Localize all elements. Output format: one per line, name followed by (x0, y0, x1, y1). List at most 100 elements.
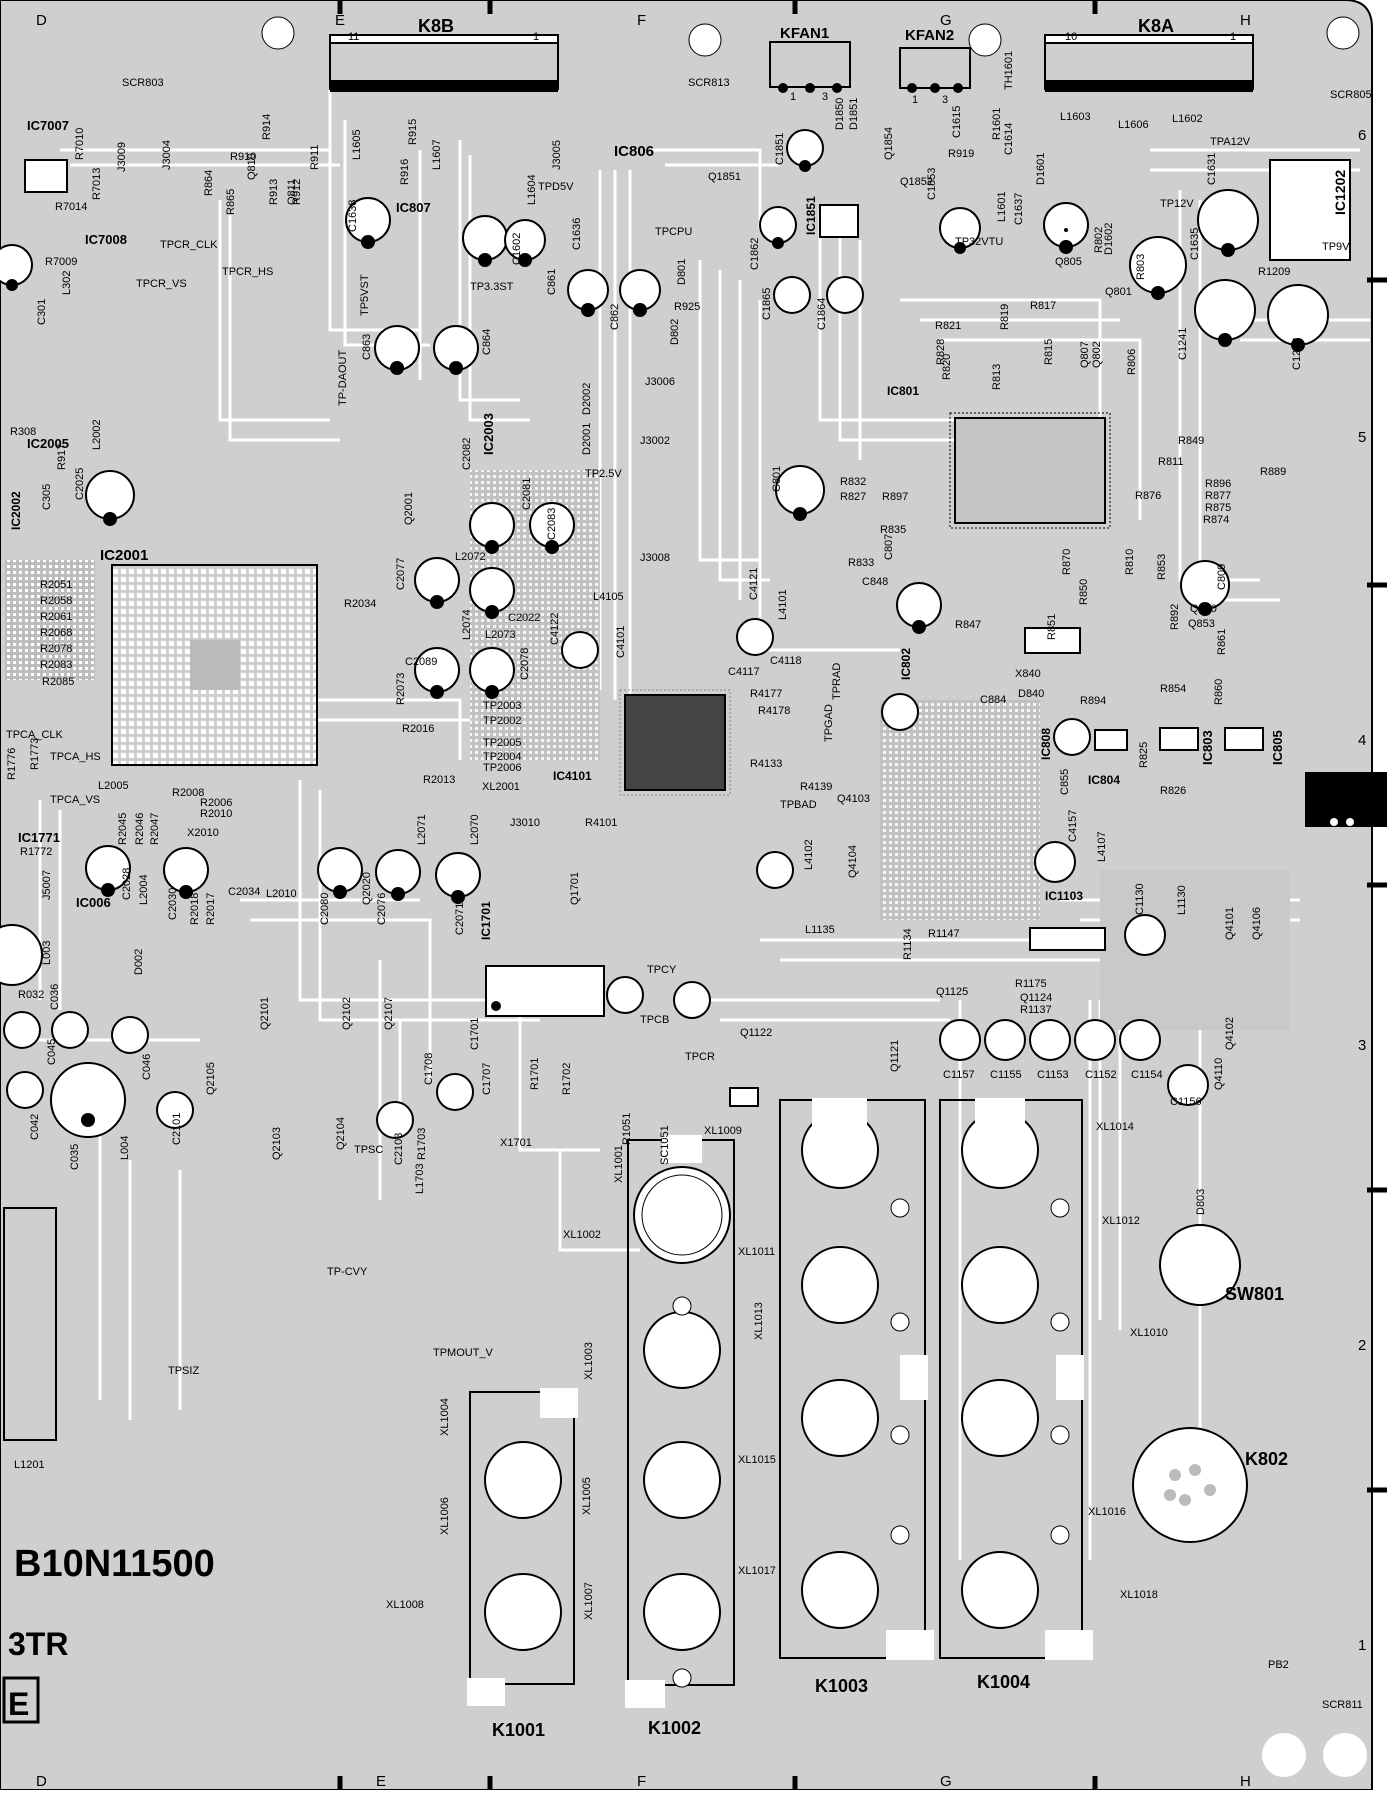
ref-xl1009: XL1009 (704, 1125, 742, 1137)
ref-c1631: C1631 (1206, 153, 1218, 185)
ref-xl1006: XL1006 (439, 1497, 451, 1535)
ref-l2073: L2073 (485, 629, 516, 641)
ref-r2034: R2034 (344, 598, 376, 610)
ref-c2103: C2103 (393, 1133, 405, 1165)
ref-q2001: Q2001 (403, 492, 415, 525)
k1002-label: K1002 (648, 1718, 701, 1738)
ref-xl1011: XL1011 (738, 1246, 775, 1258)
k802-label: K802 (1245, 1449, 1288, 1469)
ref-r2010: R2010 (200, 808, 232, 820)
ref-c807: C807 (883, 534, 895, 560)
ref-r828: R828 (935, 339, 947, 365)
row-6: 6 (1358, 127, 1366, 144)
ref-c1614: C1614 (1003, 123, 1015, 155)
ref-tp9v: TP9V (1322, 241, 1350, 253)
ref-c1157: C1157 (943, 1069, 975, 1081)
ref-tp2006: TP2006 (483, 762, 522, 774)
ref-r896: R896 (1205, 478, 1231, 490)
ref-xl1010: XL1010 (1130, 1327, 1168, 1339)
ref-c855: C855 (1059, 769, 1071, 795)
ref-c2076: C2076 (376, 893, 388, 925)
black-tab (1305, 772, 1387, 827)
ref-r854: R854 (1160, 683, 1186, 695)
ref-l2004: L2004 (138, 874, 150, 905)
ref-q2105: Q2105 (205, 1062, 217, 1095)
ref-c1152: C1152 (1085, 1069, 1117, 1081)
kfan2-pin-1: 1 (912, 94, 918, 106)
col-f-top: F (637, 12, 646, 29)
ref-tp2005: TP2005 (483, 737, 522, 749)
ic804-label: IC804 (1088, 773, 1120, 787)
ref-c4157: C4157 (1067, 810, 1079, 842)
ref-q1121: Q1121 (889, 1040, 901, 1072)
ic801-package: IC801 (887, 384, 1111, 529)
ref-c4101: C4101 (615, 626, 627, 658)
ref-xl1004: XL1004 (439, 1398, 451, 1436)
ref-c042: C042 (29, 1114, 41, 1140)
ref-xl1015: XL1015 (738, 1454, 776, 1466)
ref-r835: R835 (880, 524, 906, 536)
ref-l1603: L1603 (1060, 111, 1091, 123)
ref-xl1017: XL1017 (738, 1565, 776, 1577)
row-4: 4 (1358, 732, 1366, 749)
ref-xl1007: XL1007 (583, 1582, 595, 1620)
ic2005-label: IC2005 (27, 436, 69, 451)
ref-d1850: D1850 (834, 98, 846, 130)
ic2001-package: IC2001 (100, 547, 318, 766)
ref-c1701: C1701 (469, 1018, 481, 1050)
logic-area-right (880, 700, 1040, 920)
ref-r7014: R7014 (55, 201, 87, 213)
ref-r308: R308 (10, 426, 36, 438)
kfan2-connector: KFAN2 1 3 (899, 27, 971, 106)
ref-r1134: R1134 (902, 928, 914, 960)
ref-l302: L302 (61, 271, 73, 295)
ic1771-label: IC1771 (18, 830, 60, 845)
ref-r870: R870 (1061, 549, 1073, 575)
ref-r2068: R2068 (40, 627, 72, 639)
ic7007-label: IC7007 (27, 118, 69, 133)
ref-r925: R925 (674, 301, 700, 313)
ref-q2102: Q2102 (341, 997, 353, 1030)
ref-c4118: C4118 (770, 655, 802, 667)
ref-tp12v: TP12V (1160, 198, 1194, 210)
ref-c2022: C2022 (508, 612, 540, 624)
ref-r889: R889 (1260, 466, 1286, 478)
ref-c2101: C2101 (171, 1113, 183, 1145)
ref-r2051: R2051 (40, 579, 72, 591)
ref-r4101: R4101 (585, 817, 617, 829)
small-ics (729, 627, 1264, 1107)
k8a-label: K8A (1138, 16, 1174, 36)
k1004-label: K1004 (977, 1672, 1030, 1692)
ref-c1864: C1864 (816, 298, 828, 330)
ref-q810: Q810 (246, 153, 258, 180)
k1001-label: K1001 (492, 1720, 545, 1740)
ref-scr813: SCR813 (688, 77, 730, 89)
col-e-bottom: E (376, 1773, 386, 1790)
col-d-bottom: D (36, 1773, 47, 1790)
ic7008-label: IC7008 (85, 232, 127, 247)
ref-q805: Q805 (1055, 256, 1082, 268)
ref-r820: R820 (941, 354, 953, 380)
ref-c1707: C1707 (481, 1063, 493, 1095)
ref-tp2002: TP2002 (483, 715, 522, 727)
ref-x840: X840 (1015, 668, 1041, 680)
ref-l2070: L2070 (469, 814, 481, 845)
ic2002-label: IC2002 (9, 491, 23, 530)
ic2001-label: IC2001 (100, 547, 148, 564)
ref-tpmout-v: TPMOUT_V (433, 1347, 494, 1359)
ref-q1701: Q1701 (569, 872, 581, 905)
ref-tprad: TPRAD (831, 663, 843, 700)
ref-tp2004: TP2004 (483, 751, 522, 763)
ref-c1862: C1862 (749, 238, 761, 270)
ref-l2010: L2010 (266, 888, 297, 900)
ref-c809: C809 (1216, 564, 1228, 590)
ref-d801: D801 (676, 259, 688, 285)
ref-q1852: Q1852 (900, 176, 933, 188)
ref-th1601: TH1601 (1003, 51, 1015, 90)
capacitor-polarity (6, 160, 1305, 1127)
grid-labels: D E F G H D E F G H 6 5 4 3 2 1 (36, 12, 1366, 1790)
ref-r1702: R1702 (561, 1063, 573, 1095)
ref-l4105: L4105 (593, 591, 624, 603)
ref-q4106: Q4106 (1251, 907, 1263, 940)
